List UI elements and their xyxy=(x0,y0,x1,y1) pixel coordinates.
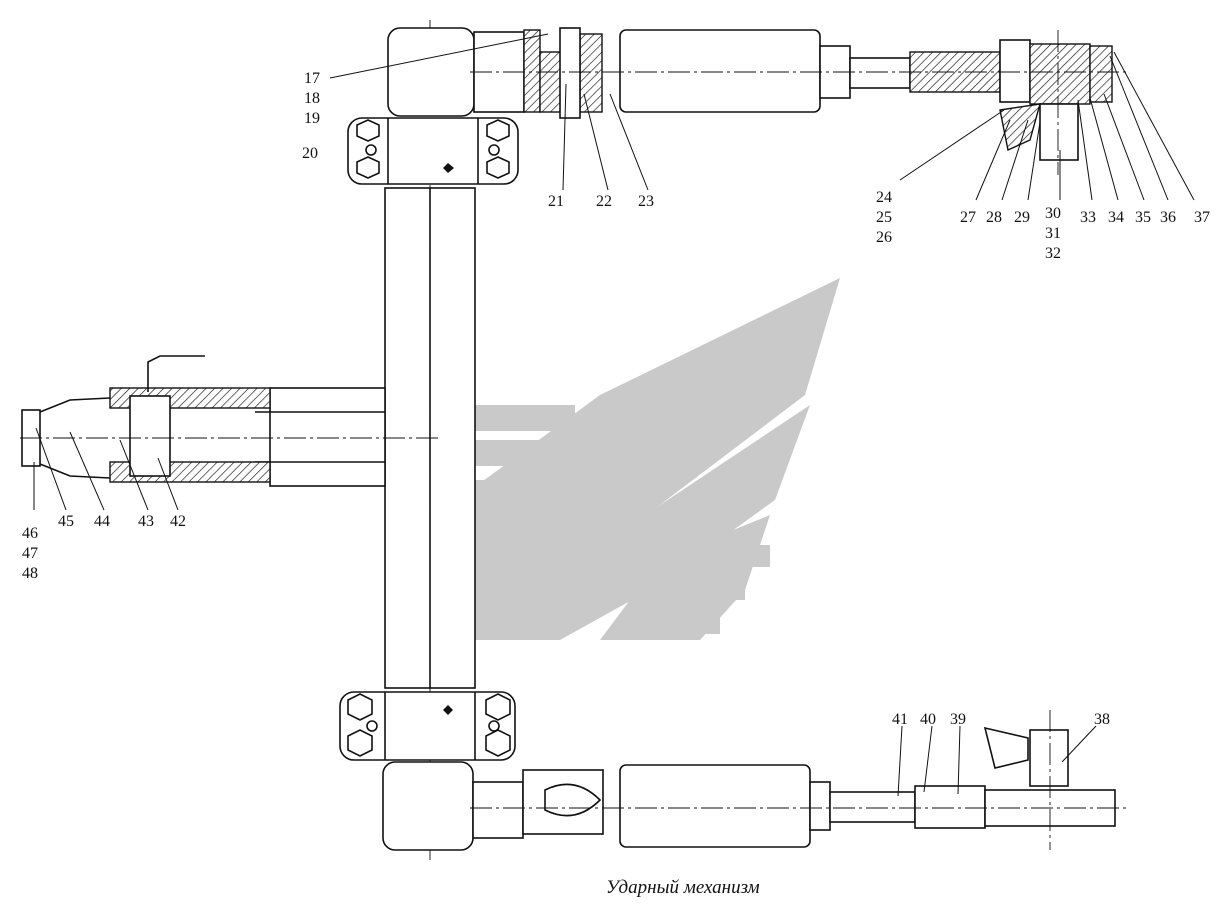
label-44: 44 xyxy=(94,513,110,530)
part-labels: 17 18 19 20 21 22 23 24 25 26 27 28 29 3… xyxy=(22,70,1210,728)
upper-arm xyxy=(470,27,1130,175)
label-23: 23 xyxy=(638,193,654,210)
label-33: 33 xyxy=(1080,209,1096,226)
left-arm xyxy=(20,355,440,487)
label-48: 48 xyxy=(22,565,38,582)
label-31: 31 xyxy=(1045,225,1061,242)
label-43: 43 xyxy=(138,513,154,530)
label-21: 21 xyxy=(548,193,564,210)
label-40: 40 xyxy=(920,711,936,728)
label-24: 24 xyxy=(876,189,892,206)
label-37: 37 xyxy=(1194,209,1210,226)
label-30: 30 xyxy=(1045,205,1061,222)
label-20: 20 xyxy=(302,145,318,162)
label-22: 22 xyxy=(596,193,612,210)
label-26: 26 xyxy=(876,229,892,246)
label-41: 41 xyxy=(892,711,908,728)
label-39: 39 xyxy=(950,711,966,728)
figure-caption: Ударный механизм xyxy=(606,877,760,898)
label-38: 38 xyxy=(1094,711,1110,728)
label-46: 46 xyxy=(22,525,38,542)
label-27: 27 xyxy=(960,209,976,226)
label-45: 45 xyxy=(58,513,74,530)
label-29: 29 xyxy=(1014,209,1030,226)
label-17: 17 xyxy=(304,70,320,87)
label-32: 32 xyxy=(1045,245,1061,262)
lower-arm xyxy=(470,710,1130,850)
upper-clamp xyxy=(347,27,519,185)
label-42: 42 xyxy=(170,513,186,530)
label-28: 28 xyxy=(986,209,1002,226)
label-19: 19 xyxy=(304,110,320,127)
label-25: 25 xyxy=(876,209,892,226)
label-47: 47 xyxy=(22,545,38,562)
label-36: 36 xyxy=(1160,209,1176,226)
label-34: 34 xyxy=(1108,209,1124,226)
callout-leaders xyxy=(33,33,1195,797)
label-35: 35 xyxy=(1135,209,1151,226)
label-18: 18 xyxy=(304,90,320,107)
